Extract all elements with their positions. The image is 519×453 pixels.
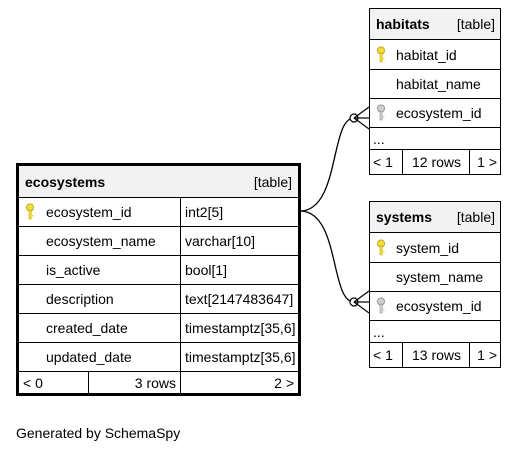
divider <box>180 198 181 226</box>
table-name: habitats <box>376 16 430 32</box>
table-row: ecosystem_name varchar[10] <box>19 226 298 255</box>
primary-key-icon <box>25 198 35 226</box>
column-name: system_name <box>396 269 484 285</box>
column-name: habitat_id <box>396 46 457 63</box>
table-footer: < 0 3 rows 2 > <box>19 371 298 393</box>
generated-by-label: Generated by SchemaSpy <box>16 425 181 441</box>
column-name: ecosystem_name <box>46 233 156 249</box>
table-ecosystems[interactable]: ecosystems [table] ecosystem_id int2[5] … <box>16 163 301 396</box>
table-name: ecosystems <box>25 173 106 190</box>
table-row: is_active bool[1] <box>19 255 298 284</box>
table-row: description text[2147483647] <box>19 284 298 313</box>
column-type: text[2147483647] <box>185 291 294 307</box>
table-systems[interactable]: systems [table] system_id system_name ec… <box>369 201 501 368</box>
table-row: updated_date timestamptz[35,6] <box>19 342 298 371</box>
primary-key-icon <box>376 40 386 69</box>
relationship-line-habitats <box>299 117 355 212</box>
row-count: 3 rows <box>134 374 176 391</box>
primary-key-icon <box>376 233 386 262</box>
table-row: ecosystem_id int2[5] <box>19 197 298 226</box>
column-type: bool[1] <box>185 262 228 278</box>
column-name: ecosystem_id <box>46 204 132 220</box>
table-habitats[interactable]: habitats [table] habitat_id habitat_name… <box>369 8 501 175</box>
divider <box>402 343 403 367</box>
table-row-more: ... <box>370 320 500 342</box>
divider <box>180 314 181 342</box>
nav-next[interactable]: 1 > <box>477 347 497 363</box>
table-footer: < 1 12 rows 1 > <box>370 149 500 174</box>
column-type: timestamptz[35,6] <box>185 320 296 336</box>
column-name: is_active <box>46 262 101 278</box>
divider <box>180 285 181 313</box>
table-kind: [table] <box>253 173 292 190</box>
column-name: system_id <box>396 239 460 256</box>
column-name: updated_date <box>46 349 132 365</box>
divider <box>88 372 89 393</box>
divider <box>180 256 181 284</box>
divider <box>180 343 181 371</box>
table-row-more: ... <box>370 127 500 149</box>
row-count: 13 rows <box>412 347 462 363</box>
divider <box>402 150 403 174</box>
table-kind: [table] <box>456 16 495 32</box>
column-name: ecosystem_id <box>396 298 482 314</box>
table-row: system_id <box>370 232 500 262</box>
table-kind: [table] <box>456 209 495 225</box>
table-row: ecosystem_id <box>370 98 500 127</box>
table-row: habitat_name <box>370 69 500 98</box>
divider <box>180 227 181 255</box>
column-name: created_date <box>46 320 128 336</box>
crowfoot-habitats <box>353 106 370 119</box>
foreign-key-icon <box>376 99 386 127</box>
table-header: habitats [table] <box>370 9 500 39</box>
column-name: ecosystem_id <box>396 105 482 121</box>
column-type: varchar[10] <box>185 233 256 249</box>
table-row: habitat_id <box>370 39 500 69</box>
table-row: system_name <box>370 262 500 291</box>
table-header: ecosystems [table] <box>19 166 298 197</box>
more-columns: ... <box>373 323 385 340</box>
more-columns: ... <box>373 130 385 147</box>
nav-prev[interactable]: < 1 <box>373 347 393 363</box>
column-type: int2[5] <box>185 204 224 220</box>
column-name: habitat_name <box>396 76 481 92</box>
column-name: description <box>46 291 114 307</box>
nav-next[interactable]: 2 > <box>274 374 294 391</box>
row-count: 12 rows <box>412 154 462 170</box>
relationship-line-systems <box>299 210 355 303</box>
divider <box>469 343 470 367</box>
table-header: systems [table] <box>370 202 500 232</box>
table-footer: < 1 13 rows 1 > <box>370 342 500 367</box>
divider <box>180 372 181 393</box>
foreign-key-icon <box>376 292 386 320</box>
table-name: systems <box>376 209 433 225</box>
table-row: ecosystem_id <box>370 291 500 320</box>
column-type: timestamptz[35,6] <box>185 349 296 365</box>
divider <box>469 150 470 174</box>
table-row: created_date timestamptz[35,6] <box>19 313 298 342</box>
nav-next[interactable]: 1 > <box>477 154 497 170</box>
nav-prev[interactable]: < 0 <box>23 374 43 391</box>
nav-prev[interactable]: < 1 <box>373 154 393 170</box>
crowfoot-systems <box>353 290 370 303</box>
